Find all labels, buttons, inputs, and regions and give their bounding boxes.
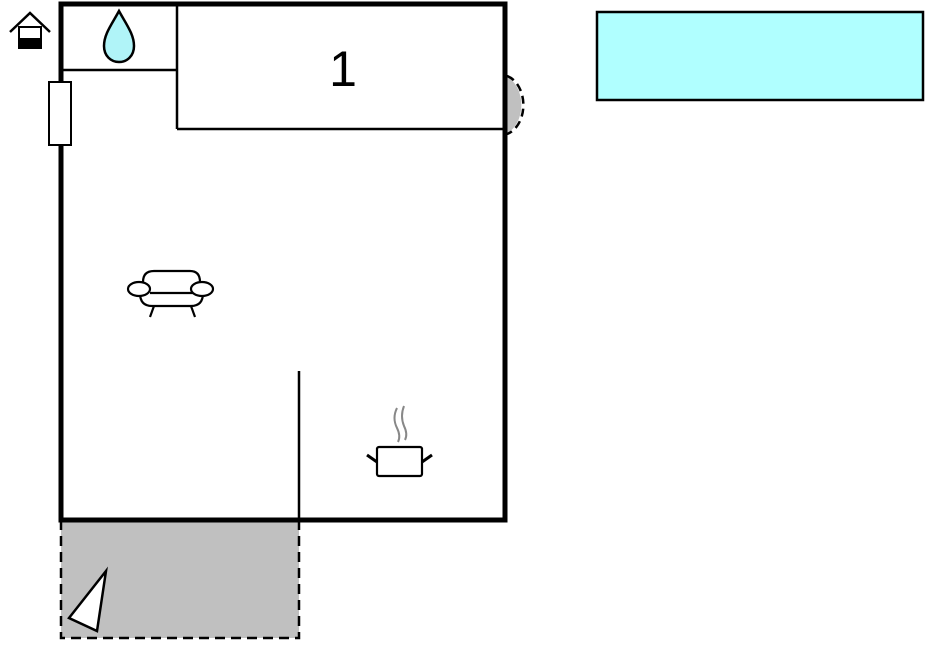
left-wall-window — [48, 81, 72, 146]
balcony-bay — [505, 74, 525, 136]
water-drop-icon — [102, 8, 136, 64]
sunshade-icon — [67, 566, 108, 633]
pool — [595, 10, 925, 102]
sofa-icon — [126, 269, 215, 318]
room-label-1: 1 — [329, 41, 357, 97]
cooking-pot-icon — [366, 405, 433, 478]
house-entrance-icon — [9, 11, 51, 49]
outer-wall — [58, 1, 508, 523]
